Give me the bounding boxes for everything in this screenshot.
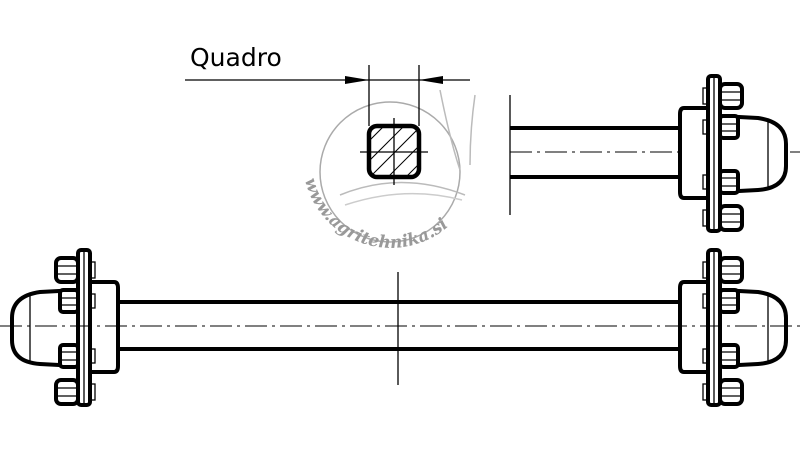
left-hub xyxy=(10,248,120,407)
square-section xyxy=(360,118,428,185)
full-axle xyxy=(0,248,800,407)
quadro-label: Quadro xyxy=(190,43,282,72)
right-hub xyxy=(678,248,788,407)
upper-hub xyxy=(678,74,788,233)
partial-axle xyxy=(509,74,800,233)
watermark-logo: www.agritehnika.si xyxy=(300,89,476,253)
watermark-text: www.agritehnika.si xyxy=(300,175,452,253)
dimension-quadro: Quadro xyxy=(185,43,470,126)
svg-text:www.agritehnika.si: www.agritehnika.si xyxy=(300,175,452,253)
